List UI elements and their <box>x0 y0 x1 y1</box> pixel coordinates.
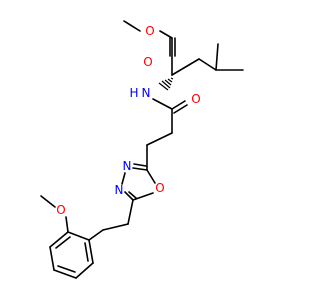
bond-ring-ch2 <box>127 199 134 225</box>
bond-benzene-6-inner <box>84 242 89 262</box>
atom-n-ring-lower: N <box>115 183 124 197</box>
bond-ring-c2-n-double <box>133 163 147 167</box>
atom-labels: O O N H O N N O O <box>56 24 200 217</box>
bond-ring-c5-o <box>132 192 154 201</box>
bond-methyl-o <box>123 20 141 32</box>
bond-benzene-o-methoxy <box>65 216 69 233</box>
bond-amide-carbonyl-2 <box>173 104 188 114</box>
bond-ring-n-n <box>121 172 126 185</box>
bond-benzene-1 <box>67 231 90 241</box>
bond-ch2-aryl <box>88 229 104 241</box>
bond-alpha-ch2 <box>171 58 200 76</box>
bond-ring-c2-n <box>132 167 148 171</box>
atom-o-amide: O <box>191 92 200 106</box>
atom-n-amide: N <box>142 86 151 100</box>
bond-ring-n-c5 <box>124 191 134 201</box>
atom-o-ring: O <box>155 181 164 195</box>
bond-benzene-6 <box>88 239 94 264</box>
bond-benzene-4-inner <box>57 265 76 273</box>
bond-benzene-3 <box>49 246 55 271</box>
atom-o-ester-carbonyl: O <box>143 55 152 69</box>
bonds <box>40 20 244 279</box>
bond-ch2-ch2-aryl <box>102 223 129 231</box>
bond-ch2-ch <box>198 58 217 71</box>
bond-nh-amide-carbon <box>152 98 173 110</box>
bond-ring-n-c5-double <box>128 191 137 199</box>
bond-benzene-2 <box>49 231 69 248</box>
atom-o-ester-methyl: O <box>145 24 154 38</box>
atom-n-ring-upper: N <box>123 159 132 173</box>
bond-o-ester-carbon <box>159 30 173 39</box>
bond-benzene-5 <box>75 262 94 279</box>
bond-amide-carbonyl-1 <box>171 100 186 110</box>
bond-ring-o-c2 <box>146 169 156 184</box>
bond-benzene-4 <box>53 269 77 279</box>
bond-o-methoxy-methyl <box>40 195 56 208</box>
bond-ch-methyl-a <box>215 43 219 71</box>
bond-alpha-nh-hashed <box>158 77 174 91</box>
molecule-diagram: O O N H O N N O O <box>40 20 244 279</box>
atom-o-methoxy: O <box>56 203 65 217</box>
bond-benzene-2-inner <box>55 236 71 249</box>
atom-h-amide: H <box>129 86 138 100</box>
bond-ch2-ch2 <box>146 132 173 146</box>
